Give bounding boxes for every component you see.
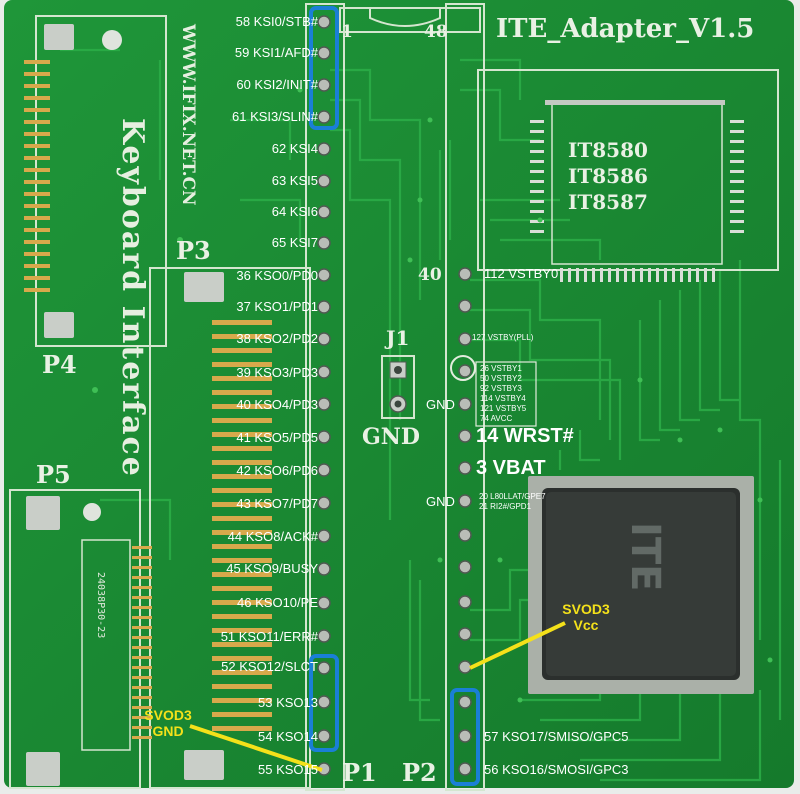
vias bbox=[92, 87, 773, 703]
annotation-svod3-gnd-line1: SVOD3 bbox=[144, 707, 192, 723]
pin-label-ksi0: 58 KSI0/STB# bbox=[235, 14, 318, 29]
label-kso16: 56 KSO16/SMOSI/GPC3 bbox=[484, 762, 629, 777]
chip-name-3: IT8587 bbox=[568, 190, 648, 214]
svod3-vcc-line bbox=[469, 621, 566, 670]
pin-label-ksi2: 60 KSI2/INIT# bbox=[236, 77, 318, 92]
chip-name-2: IT8586 bbox=[568, 164, 648, 188]
vstby-label-box bbox=[475, 361, 537, 427]
silk-circle bbox=[450, 355, 476, 381]
label-vstby4: 114 VSTBY4 bbox=[480, 394, 526, 403]
header-p2-pins bbox=[458, 267, 472, 776]
annotation-svod3-vcc-line1: SVOD3 bbox=[562, 601, 610, 617]
label-vstby0: 112 VSTBY0 bbox=[484, 266, 559, 281]
pin-label-ksi1: 59 KSI1/AFD# bbox=[234, 45, 318, 60]
pin-label-kso4: 40 KSO4/PD3 bbox=[236, 397, 318, 412]
keyboard-interface-label: Keyboard Interface bbox=[115, 118, 150, 478]
label-gpe7: 20 L80LLAT/GPE7 bbox=[479, 492, 546, 501]
pin-label-kso11: 51 KSO11/ERR# bbox=[220, 629, 318, 644]
label-gnd-1: GND bbox=[426, 397, 455, 412]
pin-1-label: 1 bbox=[341, 22, 353, 42]
annotation-svod3-vcc: SVOD3 Vcc bbox=[556, 601, 616, 633]
pin-label-kso8: 44 KSO8/ACK# bbox=[227, 529, 318, 544]
p3-label: P3 bbox=[176, 236, 211, 265]
label-vbat: 3 VBAT bbox=[476, 457, 546, 479]
pin-label-ksi4: 62 KSI4 bbox=[271, 141, 318, 156]
pin-label-kso13: 53 KSO13 bbox=[258, 695, 318, 710]
website-label: WWW.IFIX.NET.CN bbox=[178, 24, 198, 206]
label-vstby5: 121 VSTBY5 bbox=[480, 404, 527, 413]
label-kso17: 57 KSO17/SMISO/GPC5 bbox=[484, 729, 629, 744]
board-title: ITE_Adapter_V1.5 bbox=[496, 14, 755, 44]
vstby-group: 26 VSTBY1 50 VSTBY2 92 VSTBY3 114 VSTBY4… bbox=[480, 364, 526, 424]
pin-label-kso2: 38 KSO2/PD2 bbox=[236, 331, 318, 346]
pin-label-kso12: 52 KSO12/SLCT bbox=[221, 659, 318, 674]
pin-label-ksi5: 63 KSI5 bbox=[271, 173, 318, 188]
annotation-svod3-gnd: SVOD3 GND bbox=[138, 707, 198, 739]
pin-label-kso1: 37 KSO1/PD1 bbox=[236, 299, 318, 314]
gpio-group: 20 L80LLAT/GPE7 21 RI2#/GPD1 bbox=[479, 492, 546, 512]
label-wrst: 14 WRST# bbox=[476, 425, 574, 447]
pin-label-kso6: 42 KSO6/PD6 bbox=[236, 463, 318, 478]
ic-logo: ITE bbox=[622, 522, 668, 592]
p5-label: P5 bbox=[36, 460, 71, 489]
jumper-j1 bbox=[381, 355, 415, 419]
chip-name-1: IT8580 bbox=[568, 138, 648, 162]
gnd-silk-label: GND bbox=[362, 424, 420, 450]
label-gnd-2: GND bbox=[426, 494, 455, 509]
qfp-chip bbox=[528, 476, 754, 694]
header-p2 bbox=[445, 3, 485, 791]
annotation-svod3-vcc-line2: Vcc bbox=[573, 617, 599, 633]
label-vstby1: 26 VSTBY1 bbox=[480, 364, 522, 373]
label-avcc: 74 AVCC bbox=[480, 414, 513, 423]
pin-label-ksi7: 65 KSI7 bbox=[271, 235, 318, 250]
connector-code: 24038P30-23 bbox=[95, 572, 106, 639]
label-gpd1: 21 RI2#/GPD1 bbox=[479, 502, 532, 511]
pin-label-kso0: 36 KSO0/PD0 bbox=[236, 268, 318, 283]
pin-label-ksi3: 61 KSI3/SLIN# bbox=[232, 109, 318, 124]
connector-p5 bbox=[9, 489, 152, 789]
label-vstby2: 50 VSTBY2 bbox=[480, 374, 522, 383]
pin-48-label: 48 bbox=[424, 22, 448, 42]
p1-label: P1 bbox=[342, 758, 377, 787]
pin-label-kso3: 39 KSO3/PD3 bbox=[236, 365, 318, 380]
pin-label-kso9: 45 KSO9/BUSY bbox=[226, 561, 318, 576]
pin-40-label: 40 bbox=[418, 265, 442, 285]
p2-label: P2 bbox=[402, 758, 437, 787]
chip-footprint bbox=[477, 69, 779, 282]
pin-label-kso7: 43 KSO7/PD7 bbox=[236, 496, 318, 511]
p4-label: P4 bbox=[42, 350, 77, 379]
pin-label-kso5: 41 KSO5/PD5 bbox=[236, 430, 318, 445]
pin-label-ksi6: 64 KSI6 bbox=[271, 204, 318, 219]
connector-p4 bbox=[24, 15, 167, 347]
svod3-gnd-line bbox=[189, 724, 323, 772]
connector-p3 bbox=[149, 267, 311, 789]
pin-label-kso15: 55 KSO15 bbox=[258, 762, 318, 777]
header-p1 bbox=[305, 3, 345, 791]
label-vstby3: 92 VSTBY3 bbox=[480, 384, 522, 393]
highlight-boxes bbox=[309, 6, 480, 786]
j1-label: J1 bbox=[386, 326, 410, 350]
annotation-svod3-gnd-line2: GND bbox=[152, 723, 184, 739]
silk-frame-top bbox=[339, 7, 481, 33]
copper-traces bbox=[60, 48, 782, 782]
header-p1-pins bbox=[317, 15, 331, 776]
pin-label-kso10: 46 KSO10/PE bbox=[237, 595, 318, 610]
pin-label-kso14: 54 KSO14 bbox=[258, 729, 318, 744]
label-vstby-pll: 127 VSTBY(PLL) bbox=[472, 333, 534, 342]
